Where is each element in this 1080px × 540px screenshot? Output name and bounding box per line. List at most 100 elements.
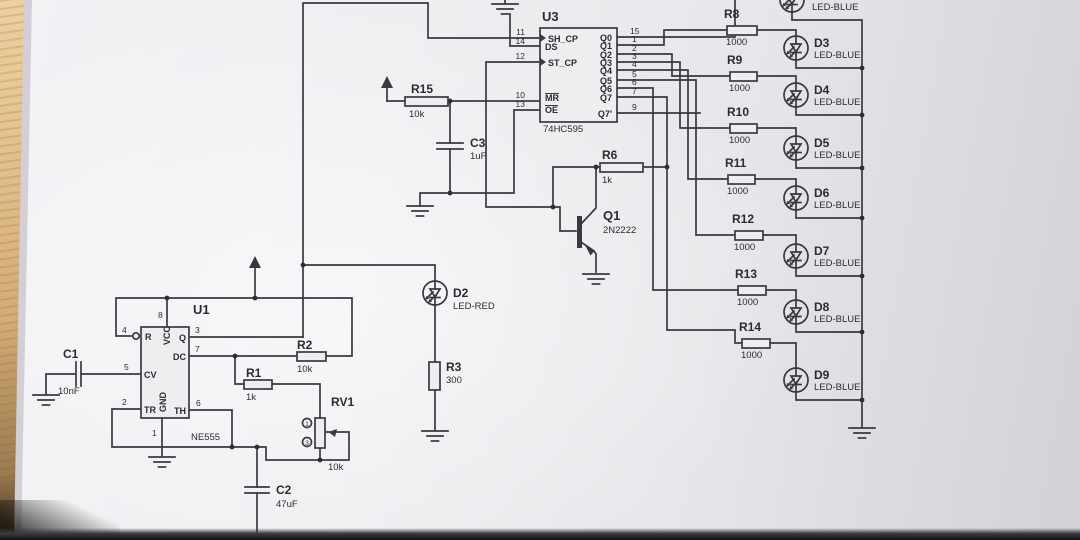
- u3-pinnum-13: 13: [516, 99, 526, 109]
- potentiometer-rv1: RV1 10k 1 3: [301, 395, 354, 473]
- u3-pinnum-3: 3: [632, 51, 637, 61]
- u1-pin-r: R: [145, 332, 152, 342]
- resistor-r3: R3 300: [428, 360, 462, 391]
- svg-text:10k: 10k: [328, 462, 344, 473]
- resistor-r13: R13 1000: [735, 267, 767, 308]
- u1-ref: U1: [193, 302, 210, 317]
- u3-pinnum-6: 6: [632, 77, 637, 87]
- svg-text:LED-BLUE: LED-BLUE: [814, 314, 860, 325]
- svg-text:LED-BLUE: LED-BLUE: [812, 2, 858, 13]
- led-d5: D5 LED-BLUE: [783, 135, 860, 161]
- svg-text:1000: 1000: [734, 242, 755, 253]
- u3-pinnum-1: 1: [632, 34, 637, 44]
- u3-pinnum-10: 10: [516, 90, 526, 100]
- u3-pinnum-7: 7: [632, 86, 637, 96]
- svg-text:2N2222: 2N2222: [603, 225, 636, 236]
- capacitor-c1: C1 10nF: [58, 347, 82, 397]
- svg-text:D9: D9: [814, 368, 830, 382]
- u1-pin-tr: TR: [144, 405, 156, 415]
- svg-text:1k: 1k: [246, 392, 256, 403]
- u3-pinnum-2: 2: [632, 43, 637, 53]
- ic-u1-ne555: U1 NE555 R VCC Q DC CV TR GND TH 4 8 3 7…: [122, 302, 220, 443]
- led-d8: D8 LED-BLUE: [783, 299, 860, 325]
- ic-u3-74hc595: U3 74HC595 SH_CP DS ST_CP MR OE 11 14 12…: [516, 9, 640, 135]
- resistor-r10: R10 1000: [727, 105, 758, 146]
- svg-text:10k: 10k: [297, 364, 313, 375]
- u3-pin-ds: DS: [545, 42, 558, 52]
- u3-pinnum-4: 4: [632, 59, 637, 69]
- u3-ref: U3: [542, 9, 559, 24]
- u1-pinnum-3: 3: [195, 325, 200, 335]
- ground-c1: [32, 394, 60, 406]
- svg-text:D3: D3: [814, 36, 830, 50]
- svg-text:D2: D2: [453, 286, 469, 300]
- svg-text:D7: D7: [814, 244, 830, 258]
- u3-pinnum-14: 14: [516, 36, 526, 46]
- u1-part: NE555: [191, 432, 220, 443]
- u3-pin-shcp: SH_CP: [548, 34, 578, 44]
- svg-text:D5: D5: [814, 136, 830, 150]
- svg-text:C3: C3: [470, 136, 486, 150]
- desk-edge-shadow: [0, 528, 1080, 540]
- resistor-r6: R6 1k: [599, 148, 644, 186]
- svg-text:R8: R8: [724, 7, 740, 21]
- u3-pin-q5: Q5: [600, 76, 612, 86]
- ground-q1: [582, 273, 610, 285]
- power-arrow-r15: [381, 76, 393, 88]
- u3-pin-mr: MR: [545, 93, 559, 103]
- svg-text:300: 300: [446, 375, 462, 386]
- svg-text:R13: R13: [735, 267, 757, 281]
- u3-pin-q6: Q6: [600, 84, 612, 94]
- resistor-r15: R15 10k: [404, 82, 449, 120]
- svg-text:LED-BLUE: LED-BLUE: [814, 50, 860, 61]
- u3-pinnum-5: 5: [632, 69, 637, 79]
- ground-u1: [148, 456, 176, 468]
- svg-text:R1: R1: [246, 366, 262, 380]
- led-top-partial: LED-BLUE: [779, 0, 858, 13]
- capacitor-c3: C3 1uF: [436, 136, 487, 162]
- svg-text:R9: R9: [727, 53, 743, 67]
- resistor-r1: R1 1k: [243, 366, 273, 403]
- u3-pin-q7s: Q7': [598, 109, 612, 119]
- svg-text:LED-BLUE: LED-BLUE: [814, 258, 860, 269]
- u1-pinnum-5: 5: [124, 362, 129, 372]
- u1-pin-vcc: VCC: [162, 325, 172, 345]
- svg-text:10k: 10k: [409, 109, 425, 120]
- led-d3: D3 LED-BLUE: [783, 35, 860, 61]
- svg-text:D4: D4: [814, 83, 830, 97]
- resistor-r12: R12 1000: [732, 212, 764, 253]
- u3-pin-q2: Q2: [600, 50, 612, 60]
- resistor-r14: R14 1000: [739, 320, 771, 361]
- svg-text:R10: R10: [727, 105, 749, 119]
- wiper-arrow-icon: [328, 429, 337, 437]
- svg-text:R6: R6: [602, 148, 618, 162]
- junction-dots: [164, 65, 865, 463]
- svg-text:1000: 1000: [729, 83, 750, 94]
- resistor-r9: R9 1000: [727, 53, 758, 94]
- ground-r3: [421, 430, 449, 442]
- u1-pin-gnd: GND: [158, 392, 168, 413]
- svg-text:47uF: 47uF: [276, 499, 298, 510]
- u3-pin-q4: Q4: [600, 66, 612, 76]
- u3-pinnum-9: 9: [632, 102, 637, 112]
- u1-pinnum-1: 1: [152, 428, 157, 438]
- u1-pinnum-2: 2: [122, 397, 127, 407]
- led-d6: D6 LED-BLUE: [783, 185, 860, 211]
- svg-text:1000: 1000: [727, 186, 748, 197]
- svg-text:R15: R15: [411, 82, 433, 96]
- svg-text:LED-BLUE: LED-BLUE: [814, 150, 860, 161]
- svg-text:C2: C2: [276, 483, 292, 497]
- svg-text:10nF: 10nF: [58, 386, 80, 397]
- u1-pin-q: Q: [179, 333, 186, 343]
- svg-text:RV1: RV1: [331, 395, 354, 409]
- ground-led-rail: [848, 427, 876, 439]
- svg-text:C1: C1: [63, 347, 79, 361]
- svg-text:R12: R12: [732, 212, 754, 226]
- svg-text:LED-BLUE: LED-BLUE: [814, 382, 860, 393]
- u1-pinnum-7: 7: [195, 344, 200, 354]
- svg-text:1000: 1000: [729, 135, 750, 146]
- rv1-pin-top: 1: [305, 421, 309, 428]
- led-d4: D4 LED-BLUE: [783, 82, 860, 108]
